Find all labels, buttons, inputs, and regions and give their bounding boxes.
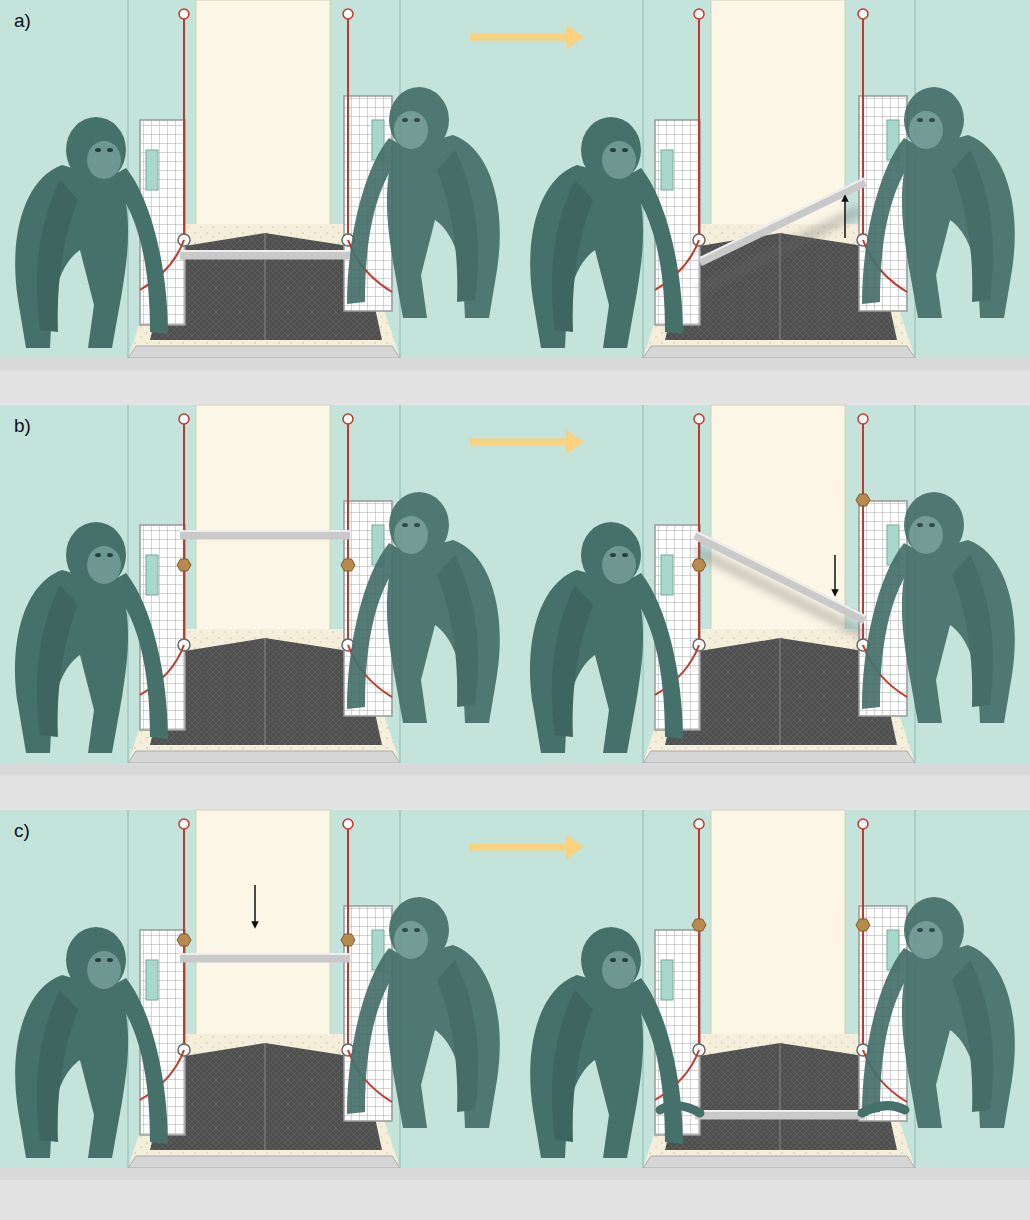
panel-letter: b) (14, 415, 31, 437)
panel-letter: a) (14, 10, 31, 32)
panel-letter-holder: a) (14, 10, 31, 32)
panel-letter: c) (14, 820, 30, 842)
panel-letter-holder: c) (14, 820, 30, 842)
panel-letter-holder: b) (14, 415, 31, 437)
